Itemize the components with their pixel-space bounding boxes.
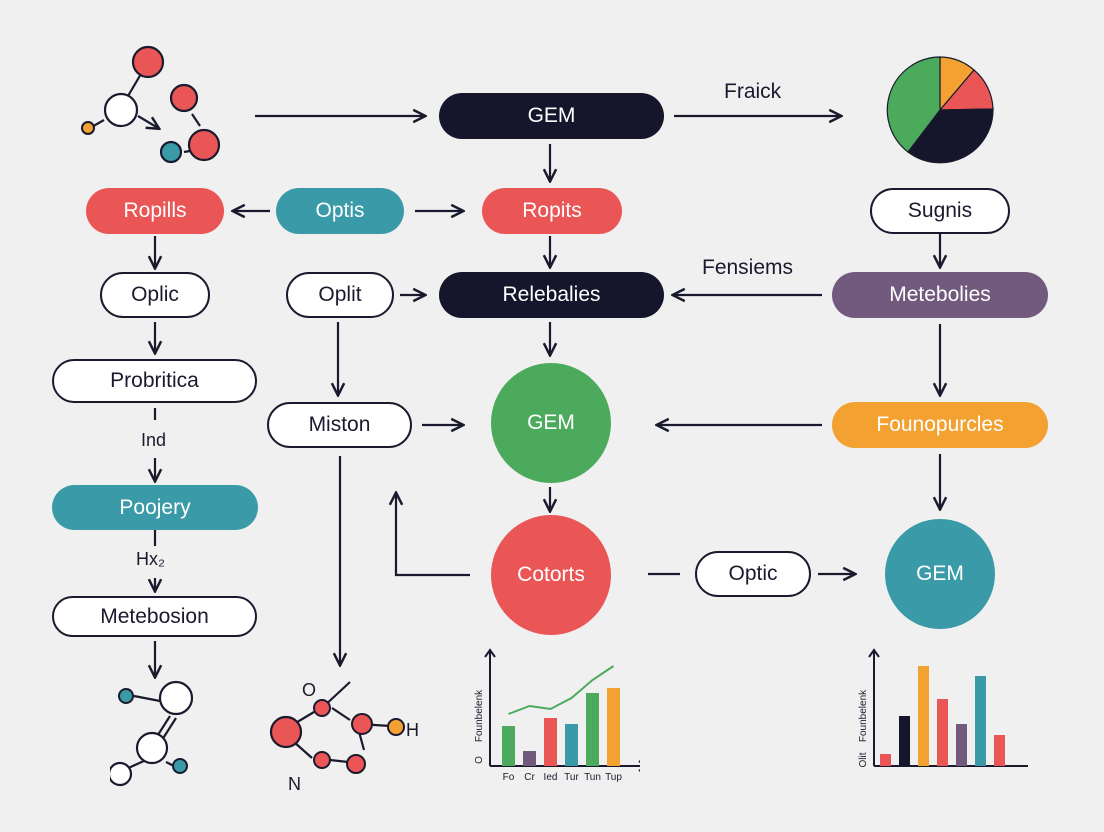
label-mol-h: H	[406, 720, 419, 740]
chart1-y-axis-arrow	[484, 648, 496, 658]
node-optis[interactable]: Optis	[276, 188, 404, 234]
node-oplit[interactable]: Oplit	[286, 272, 394, 318]
label-mol-o: O	[302, 680, 317, 700]
label-mol-n: N	[288, 774, 301, 794]
chart1-bar	[607, 688, 620, 766]
label-ind: Ind	[141, 430, 167, 450]
chart1-trend-line	[508, 665, 615, 715]
chart1-bar	[544, 718, 557, 766]
node-metebolies[interactable]: Metebolies	[832, 272, 1048, 318]
chart2-bar	[918, 666, 929, 766]
node-founopurcles[interactable]: Founopurcles	[832, 402, 1048, 448]
node-probritica[interactable]: Probritica	[52, 359, 257, 403]
molecule-icon-bottom-middle	[269, 681, 405, 774]
node-sugnis[interactable]: Sugnis	[870, 188, 1010, 234]
node-gem-right[interactable]: GEM	[885, 519, 995, 629]
chart1-tick-label: Fo	[503, 772, 515, 783]
node-relebalies[interactable]: Relebalies	[439, 272, 664, 318]
chart1-tick-label: Ied	[544, 772, 558, 783]
molecule-icon-bottom-left	[110, 680, 194, 787]
node-metebosion[interactable]: Metebosion	[52, 596, 257, 637]
chart2-bar	[880, 754, 891, 766]
node-miston[interactable]: Miston	[267, 402, 412, 448]
pie-chart-icon	[886, 56, 994, 164]
chart1-tick-label: Tup	[605, 772, 622, 783]
chart1-bar	[565, 724, 578, 766]
node-cotorts[interactable]: Cotorts	[491, 515, 611, 635]
node-poojery[interactable]: Poojery	[52, 485, 258, 530]
label-hx: Hx₂	[136, 549, 165, 569]
chart2-bar	[956, 724, 967, 766]
chart1-bar	[502, 726, 515, 766]
chart1-tick-label: Tun	[584, 772, 601, 783]
node-optic[interactable]: Optic	[695, 551, 811, 597]
label-fensiems: Fensiems	[702, 256, 794, 279]
chart1-origin-label: O	[474, 756, 485, 764]
node-oplic[interactable]: Oplic	[100, 272, 210, 318]
chart1-y-label: Founbelenk	[474, 689, 485, 742]
chart2-bar	[994, 735, 1005, 766]
node-ropills[interactable]: Ropills	[86, 188, 224, 234]
molecule-icon-top-left	[81, 45, 221, 164]
chart2-y-axis-arrow	[868, 648, 880, 658]
chart1-bar	[586, 693, 599, 766]
chart2-bar	[937, 699, 948, 766]
chart2-bar	[899, 716, 910, 766]
node-gem-center[interactable]: GEM	[491, 363, 611, 483]
label-fraick: Fraick	[724, 80, 782, 103]
chart1-tick-label: Tur	[564, 772, 579, 783]
chart1-bar	[523, 751, 536, 766]
chart2-y-label: Founbelenk	[858, 689, 869, 742]
chart1-tick-label: Cr	[524, 772, 535, 783]
arrow-cotorts-loop-back	[396, 494, 470, 577]
chart2-bar	[975, 676, 986, 766]
chart2-origin-label: Olit	[858, 752, 869, 767]
node-ropits[interactable]: Ropits	[482, 188, 622, 234]
node-gem-top[interactable]: GEM	[439, 93, 664, 139]
